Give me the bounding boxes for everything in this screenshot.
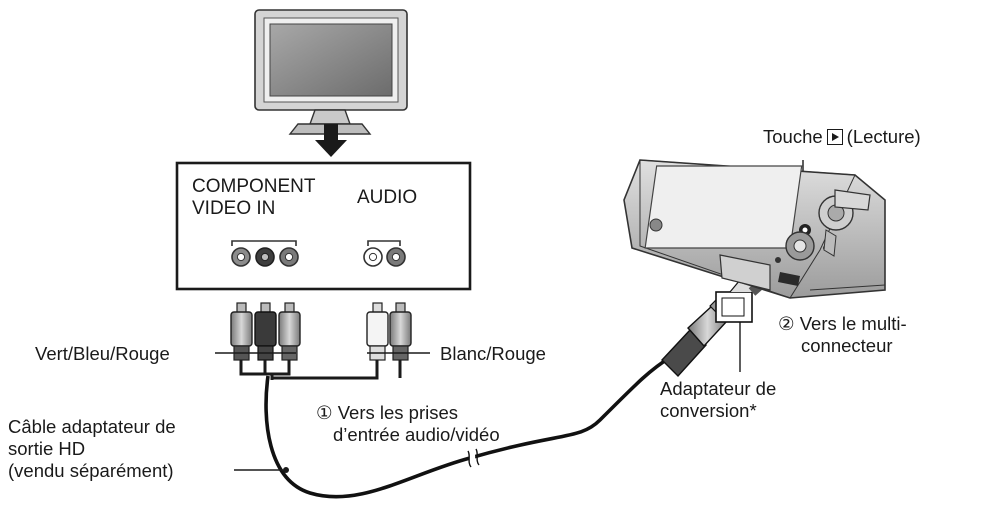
- play-button-label: Touche (Lecture): [763, 126, 921, 148]
- adapter-line2: conversion*: [660, 400, 757, 421]
- video-plugs: [230, 302, 301, 361]
- step1-line1: Vers les prises: [337, 402, 459, 423]
- step1-label: ① Vers les prises d’entrée audio/vidéo: [316, 402, 500, 446]
- tv-icon: [254, 9, 408, 135]
- cable-line3: (vendu séparément): [8, 460, 174, 481]
- camera-icon: [623, 159, 886, 299]
- tv-input-panel: [175, 161, 472, 291]
- audio-label: AUDIO: [357, 187, 418, 208]
- cable-break-icon: [467, 448, 480, 469]
- adapter-line1: Adaptateur de: [660, 378, 777, 399]
- component-label-line2: VIDEO IN: [192, 198, 276, 219]
- step2-label: ② Vers le multi- connecteur: [778, 313, 907, 357]
- step2-line1: Vers le multi-: [799, 313, 907, 334]
- conversion-adapter: [715, 279, 762, 323]
- cable-line2: sortie HD: [8, 438, 86, 459]
- component-label: COMPONENT VIDEO IN: [192, 176, 316, 220]
- adapter-label: Adaptateur de conversion*: [660, 378, 776, 422]
- play-icon: [826, 129, 843, 145]
- play-button-suffix: (Lecture): [846, 126, 921, 147]
- play-button-prefix: Touche: [763, 126, 823, 147]
- component-label-line1: COMPONENT: [192, 176, 316, 197]
- video-colors-label: Vert/Bleu/Rouge: [35, 343, 170, 364]
- cable-wires: [239, 360, 402, 380]
- audio-colors-label: Blanc/Rouge: [440, 343, 546, 364]
- step2-line2: connecteur: [801, 335, 893, 356]
- step2-marker: ②: [778, 313, 795, 334]
- audio-jacks: [363, 247, 406, 267]
- hd-cable: [264, 354, 673, 499]
- audio-plugs: [366, 302, 412, 361]
- cable-label: Câble adaptateur de sortie HD (vendu sép…: [8, 416, 176, 482]
- step1-marker: ①: [316, 402, 333, 423]
- component-jacks: [231, 247, 299, 267]
- arrow-down-icon: [315, 124, 347, 157]
- cable-line1: Câble adaptateur de: [8, 416, 176, 437]
- step1-line2: d’entrée audio/vidéo: [333, 424, 500, 445]
